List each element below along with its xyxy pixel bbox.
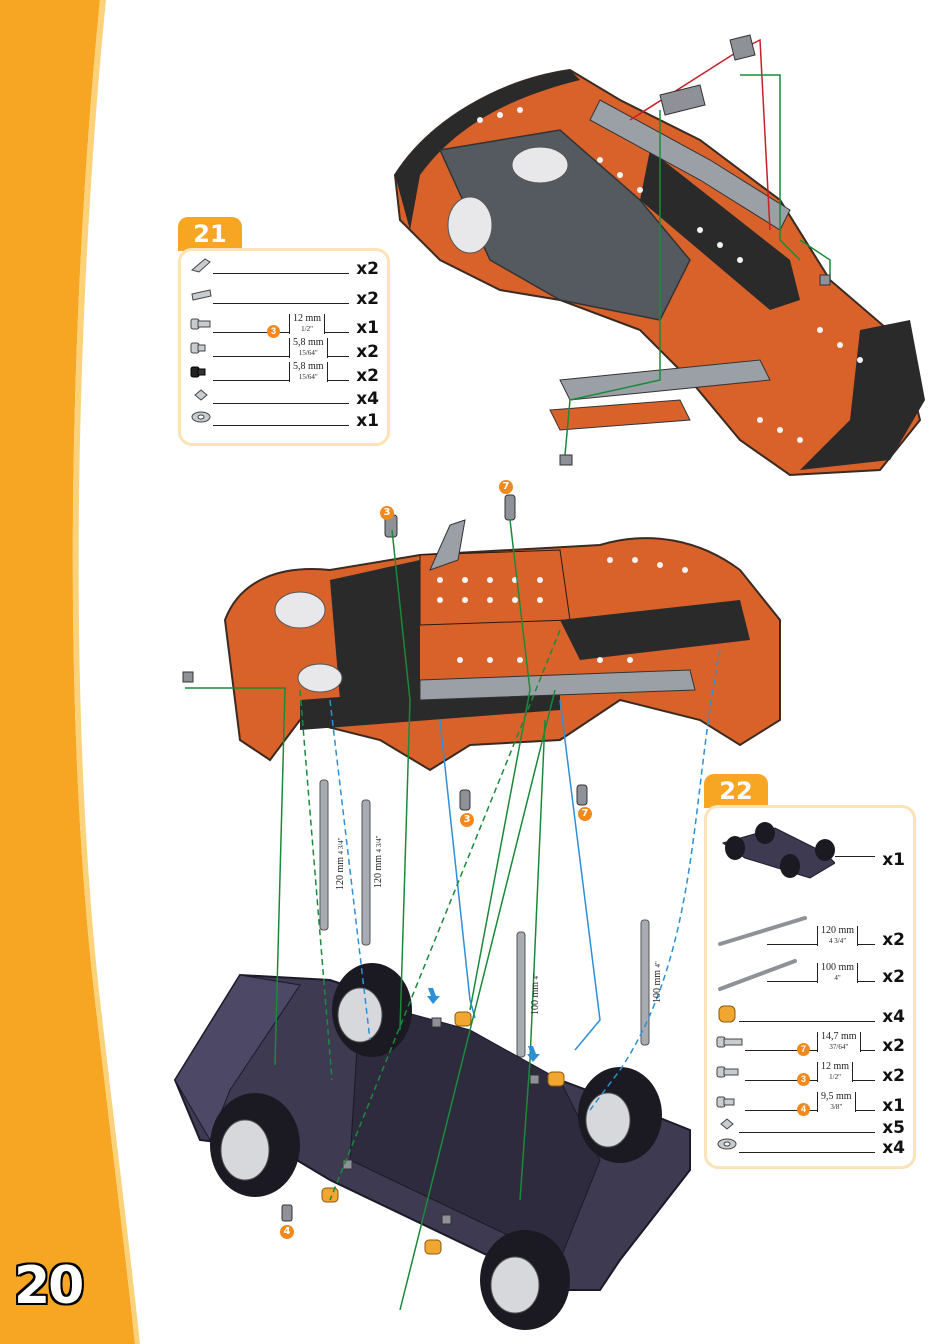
long-screw-icon <box>715 1063 745 1081</box>
step22-qty-9: x4 <box>882 1138 905 1158</box>
step21-part-angle-bracket: x2 <box>181 265 387 287</box>
square-nut-icon <box>715 1115 739 1133</box>
short-screw-icon <box>715 1093 745 1111</box>
step21-qty-6: x4 <box>356 389 379 409</box>
step22-qty-1: x1 <box>882 850 905 870</box>
step21-qty-5: x2 <box>356 366 379 386</box>
short-screw-icon <box>189 339 213 357</box>
wheel-rear-left <box>210 1093 300 1197</box>
car-body-side-view <box>225 520 780 770</box>
step22-qty-7: x1 <box>882 1096 905 1116</box>
step21-qty-3: x1 <box>356 318 379 338</box>
rod-icon <box>715 955 810 995</box>
callout-screw-4-bottom: 4 <box>280 1225 294 1239</box>
step22-qty-5: x2 <box>882 1036 905 1056</box>
long-screw-icon <box>189 315 213 333</box>
step22-qty-8: x5 <box>882 1118 905 1138</box>
rod-label-100-b: 100 mm 4" <box>652 961 663 1003</box>
step22-part-spacer: x4 <box>707 1013 913 1035</box>
step22-badge-4: 4 <box>797 1103 810 1116</box>
step21-part-double-bracket: x2 <box>181 295 387 317</box>
wheel-front-right <box>578 1067 662 1163</box>
double-bracket-icon <box>189 286 213 304</box>
step22-badge-7: 7 <box>797 1043 810 1056</box>
step22-badge-3: 3 <box>797 1073 810 1086</box>
callout-screw-3-top: 3 <box>380 506 394 520</box>
rod-label-120-b: 120 mm 4 3/4" <box>373 835 384 888</box>
step-21-tab: 21 <box>178 217 242 251</box>
square-nut-icon <box>189 386 213 404</box>
step-22-tab: 22 <box>704 774 768 808</box>
step21-badge-3: 3 <box>267 325 280 338</box>
callout-screw-3-bottom: 3 <box>460 813 474 827</box>
step21-part-washer: x1 <box>181 417 387 439</box>
step21-qty-2: x2 <box>356 289 379 309</box>
spacer-icon <box>715 1004 739 1024</box>
wheel-rear-right <box>480 1230 570 1330</box>
step21-qty-1: x2 <box>356 259 379 279</box>
chassis-icon <box>715 818 835 883</box>
angle-bracket-icon <box>189 256 213 274</box>
step22-part-washer: x4 <box>707 1144 913 1166</box>
step21-qty-7: x1 <box>356 411 379 431</box>
step22-qty-4: x4 <box>882 1007 905 1027</box>
rod-label-120-a: 120 mm 4 3/4" <box>335 837 346 890</box>
long-screw-icon <box>715 1033 745 1051</box>
rod-label-100-a: 100 mm 4" <box>530 973 541 1015</box>
washer-icon <box>189 408 213 426</box>
callout-screw-7-bottom: 7 <box>578 807 592 821</box>
callout-screw-7-top: 7 <box>499 480 513 494</box>
step22-qty-2: x2 <box>882 930 905 950</box>
step22-qty-3: x2 <box>882 967 905 987</box>
washer-icon <box>715 1135 739 1153</box>
step22-part-chassis: x1 <box>707 846 913 896</box>
black-screw-icon <box>189 363 213 381</box>
step22-qty-6: x2 <box>882 1066 905 1086</box>
rod-icon <box>715 912 810 952</box>
step21-qty-4: x2 <box>356 342 379 362</box>
